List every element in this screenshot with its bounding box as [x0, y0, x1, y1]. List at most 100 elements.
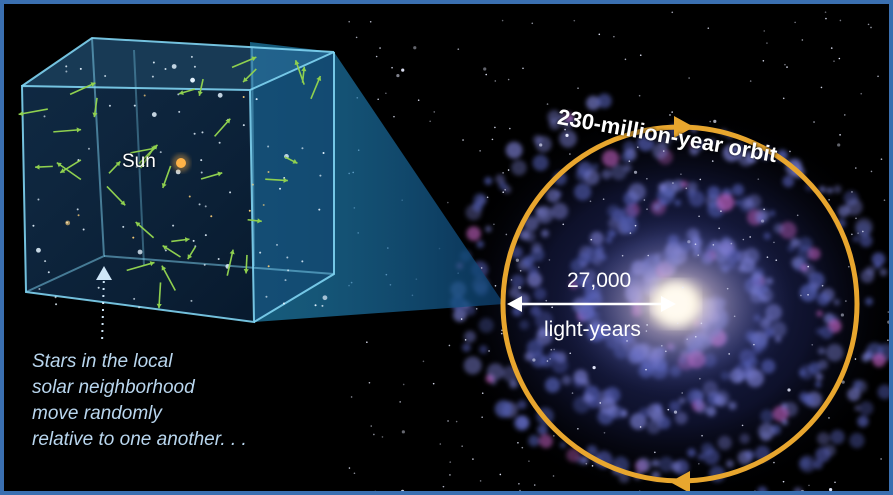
background-star	[491, 138, 494, 141]
spiral-arm-cloud	[674, 199, 681, 206]
spiral-arm-cloud	[523, 216, 539, 232]
background-star	[855, 167, 857, 169]
background-star	[880, 158, 883, 160]
orbit-arrowhead-top	[674, 116, 694, 138]
spiral-arm-cloud	[559, 129, 577, 148]
background-star	[373, 433, 375, 436]
spiral-arm-cloud	[781, 402, 788, 409]
background-star	[355, 36, 358, 39]
spiral-arm-cloud	[509, 379, 518, 389]
spiral-arm-cloud	[479, 345, 488, 354]
spiral-arm-cloud	[732, 184, 744, 196]
background-star	[753, 343, 755, 346]
spiral-arm-cloud	[620, 151, 633, 164]
cube-star	[47, 271, 50, 274]
background-star	[760, 219, 765, 223]
background-star	[860, 92, 863, 95]
background-star	[432, 382, 435, 385]
cube-star	[193, 132, 196, 135]
background-star	[645, 368, 647, 371]
background-star	[811, 343, 814, 346]
spiral-arm-cloud	[760, 409, 774, 424]
cube-star	[265, 295, 268, 298]
background-star	[539, 143, 543, 147]
background-star	[671, 11, 674, 14]
spiral-arm-cloud	[769, 210, 776, 217]
spiral-arm-cloud	[526, 339, 544, 357]
cube-top-face	[22, 38, 334, 90]
cube-star	[251, 183, 254, 186]
spiral-arm-cloud	[825, 343, 844, 362]
background-star	[749, 80, 752, 82]
background-star	[887, 311, 889, 313]
spiral-arm-cloud	[537, 327, 548, 338]
background-star	[393, 115, 395, 118]
spiral-arm-cloud	[845, 198, 863, 216]
cube-star	[192, 239, 195, 242]
spiral-arm-cloud	[463, 356, 482, 375]
background-star	[385, 92, 387, 95]
cube-star	[32, 224, 35, 227]
spiral-arm-cloud	[742, 198, 753, 209]
spiral-arm-cloud	[708, 138, 716, 146]
spiral-arm-cloud	[559, 441, 567, 449]
spiral-arm-cloud	[852, 235, 860, 243]
cube-star	[301, 260, 304, 263]
background-star	[654, 451, 656, 454]
background-star	[502, 191, 505, 193]
spiral-arm-cloud	[546, 188, 561, 203]
spiral-arm-cloud	[688, 190, 705, 207]
background-star	[701, 434, 703, 437]
galaxy-scene	[18, 11, 889, 491]
cube-star	[77, 214, 80, 217]
background-star	[694, 335, 697, 338]
background-star	[433, 111, 436, 113]
spiral-arm-cloud	[813, 459, 823, 470]
background-stars	[348, 11, 889, 491]
cube-star	[218, 141, 221, 144]
spiral-arm-cloud	[531, 242, 542, 253]
background-star	[870, 26, 872, 29]
spiral-arm-cloud	[532, 154, 549, 171]
background-star	[589, 200, 592, 203]
background-star	[789, 150, 791, 153]
background-star	[698, 215, 700, 218]
spiral-arm-cloud	[476, 240, 484, 248]
cube-star	[44, 260, 47, 263]
spiral-arm-cloud	[874, 262, 882, 269]
background-star	[634, 224, 637, 227]
spiral-arm-cloud	[466, 226, 481, 241]
background-star	[647, 254, 650, 257]
spiral-arm-cloud	[781, 418, 788, 426]
background-star	[494, 80, 497, 82]
background-star	[401, 68, 405, 72]
background-star	[402, 383, 405, 386]
velocity-arrow	[301, 66, 307, 83]
velocity-arrow	[284, 156, 298, 164]
background-star	[391, 66, 393, 69]
background-star	[800, 294, 802, 297]
cube-star	[172, 224, 175, 227]
background-star	[553, 435, 555, 437]
background-star	[709, 120, 711, 123]
spiral-arm-cloud	[652, 143, 668, 160]
background-star	[834, 481, 836, 484]
background-star	[449, 474, 451, 476]
spiral-arm-cloud	[772, 405, 789, 422]
background-star	[494, 284, 497, 287]
velocity-arrow	[161, 265, 177, 291]
background-star	[500, 332, 503, 335]
background-star	[401, 430, 405, 434]
velocity-arrow	[265, 177, 288, 183]
velocity-arrow	[200, 171, 223, 180]
cube-star	[38, 288, 41, 291]
velocity-arrow	[226, 249, 235, 276]
spiral-arm-cloud	[739, 433, 750, 444]
spiral-arm-cloud	[856, 222, 871, 237]
spiral-arm-cloud	[519, 320, 529, 330]
background-star	[671, 111, 673, 113]
background-star	[676, 322, 679, 325]
velocity-arrow	[106, 185, 126, 206]
spiral-arm-cloud	[680, 180, 688, 188]
spiral-arm-cloud	[817, 347, 826, 355]
